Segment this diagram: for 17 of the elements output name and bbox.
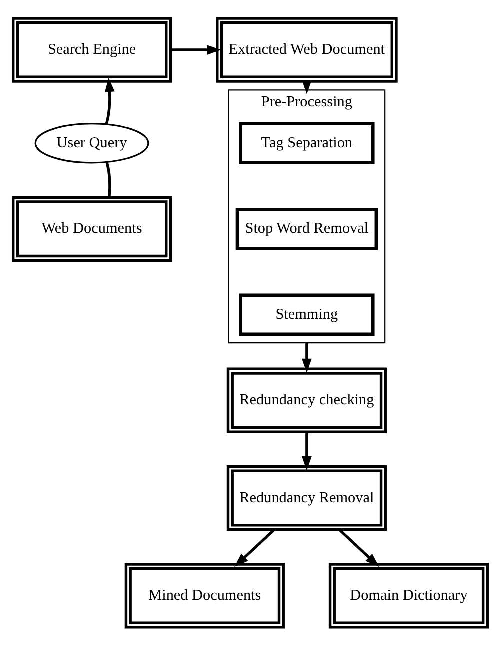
node-box: Tag Separation xyxy=(238,122,374,165)
arrow xyxy=(104,78,114,125)
connector xyxy=(105,162,111,198)
node-box: Domain Dictionary xyxy=(328,563,489,629)
node-box: Stop Word Removal xyxy=(235,208,378,250)
arrow xyxy=(301,343,312,373)
node-ellipse: User Query xyxy=(34,123,149,164)
arrow xyxy=(301,432,312,471)
node-box: Web Documents xyxy=(11,196,172,262)
node-box: Mined Documents xyxy=(124,563,284,629)
arrow xyxy=(338,528,379,568)
node-box: Search Engine xyxy=(11,17,172,83)
node-box: Redundancy checking xyxy=(226,368,386,434)
arrow xyxy=(170,45,221,55)
node-box: Redundancy Removal xyxy=(226,465,386,532)
arrow xyxy=(234,528,275,568)
node-box: Stemming xyxy=(238,294,374,336)
